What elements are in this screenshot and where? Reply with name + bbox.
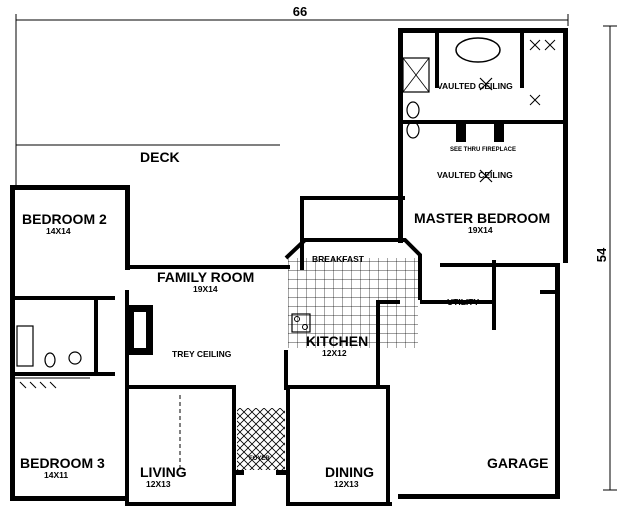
living-size: 12X13 xyxy=(146,479,171,489)
dining-size: 12X13 xyxy=(334,479,359,489)
breakfast-label: BREAKFAST xyxy=(312,254,365,264)
breakfast-tile-floor xyxy=(288,258,418,348)
vaulted-ceiling-markers xyxy=(479,77,493,183)
exterior-walls xyxy=(10,28,568,506)
foyer-label: FOYER xyxy=(249,456,270,462)
width-label: 66 xyxy=(293,4,307,19)
fixtures xyxy=(15,37,556,389)
depth-label: 54 xyxy=(594,247,609,262)
dining-name: DINING xyxy=(325,464,374,480)
deck-area: DECK xyxy=(15,20,280,185)
bedroom3-size: 14X11 xyxy=(44,470,68,480)
see-thru-fireplace-label: SEE THRU FIREPLACE xyxy=(450,147,516,153)
kitchen-name: KITCHEN xyxy=(306,333,368,349)
depth-dimension: 54 xyxy=(594,25,617,491)
family-room-size: 19X14 xyxy=(193,284,218,294)
master-bedroom-name: MASTER BEDROOM xyxy=(414,210,550,226)
utility-label: UTILITY xyxy=(447,297,479,307)
deck-label: DECK xyxy=(140,149,180,165)
kitchen-size: 12X12 xyxy=(322,348,347,358)
vaulted-ceiling-master-label: VAULTED CEILING xyxy=(437,170,513,180)
trey-ceiling-label: TREY CEILING xyxy=(172,349,232,359)
living-name: LIVING xyxy=(140,464,187,480)
master-bedroom-size: 19X14 xyxy=(468,225,493,235)
width-dimension: 66 xyxy=(15,4,569,26)
foyer-tile-floor xyxy=(237,408,285,470)
bedroom2-size: 14X14 xyxy=(46,226,71,236)
bedroom2-name: BEDROOM 2 xyxy=(22,211,107,227)
garage-name: GARAGE xyxy=(487,455,548,471)
vaulted-ceiling-top-label: VAULTED CEILING xyxy=(437,81,513,91)
family-room-name: FAMILY ROOM xyxy=(157,269,254,285)
interior-walls xyxy=(15,28,563,470)
bedroom3-name: BEDROOM 3 xyxy=(20,455,105,471)
